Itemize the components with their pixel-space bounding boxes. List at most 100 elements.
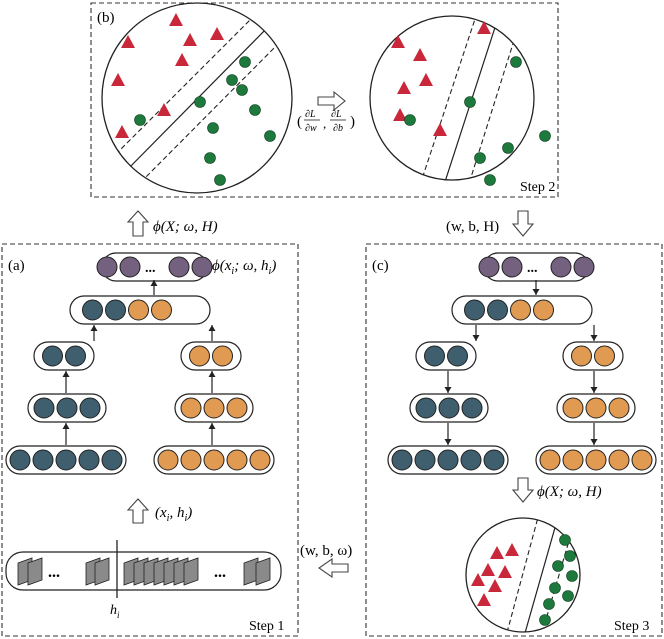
class-b-point (264, 130, 276, 142)
neuron-purple (501, 256, 523, 278)
panel-c: (c) Step 3 ... ϕ(X; ω, H) (365, 243, 663, 637)
output-layer: ... (478, 252, 595, 282)
neuron-blue (65, 345, 86, 367)
neuron-blue (438, 397, 460, 419)
class-b-point (214, 174, 226, 186)
neuron-orange (562, 397, 584, 419)
neuron-orange (585, 397, 607, 419)
neuron-blue (55, 449, 77, 471)
margin-line-upper (109, 9, 261, 161)
input-frame (27, 557, 43, 586)
class-a-triangle (115, 125, 129, 138)
neuron-orange (189, 345, 210, 367)
input-frame (255, 557, 271, 586)
class-a-triangle (488, 579, 502, 592)
neuron-orange (157, 449, 179, 471)
neuron-orange (249, 449, 271, 471)
hyperplane-before-update (101, 2, 293, 194)
svg-text:,: , (323, 116, 326, 131)
class-b-point (207, 122, 219, 134)
neuron-orange (585, 449, 607, 471)
class-a-triangle (433, 123, 447, 136)
arrow-up-icon (208, 423, 216, 445)
frames-ellipsis-1: ... (48, 564, 60, 581)
decoder-network: ... (387, 252, 657, 475)
neuron-blue (464, 299, 485, 321)
neuron-blue (437, 449, 459, 471)
step-3-label: Step 3 (614, 619, 649, 634)
svg-text:(: ( (297, 114, 302, 130)
frames-ellipsis-2: ... (214, 564, 226, 581)
phi-xi-label: ϕ(xi; ω, hi) (212, 258, 276, 277)
neuron-orange (226, 449, 248, 471)
neuron-blue (79, 397, 101, 419)
panel-a-label: (a) (8, 258, 25, 274)
class-a-triangle (498, 565, 512, 578)
arrow-down-icon (590, 423, 598, 445)
input-frame (94, 557, 110, 586)
step-1-label: Step 1 (249, 619, 284, 634)
ellipsis: ... (527, 261, 538, 276)
output-layer: ... (96, 252, 213, 282)
arrow-up-icon (150, 280, 158, 295)
class-b-point (249, 104, 261, 116)
neuron-orange (212, 345, 233, 367)
neuron-blue (101, 449, 123, 471)
neuron-orange (203, 449, 225, 471)
neuron-blue (105, 299, 126, 321)
w-b-H-label: (w, b, H) (446, 219, 499, 235)
svg-text:hi: hi (110, 603, 120, 620)
neuron-orange (151, 299, 172, 321)
blue-hidden-1 (27, 393, 107, 423)
neuron-purple (96, 256, 118, 278)
svg-text:(xi, hi): (xi, hi) (155, 505, 192, 524)
class-b-point (239, 56, 251, 68)
hyperplane-after-update (369, 15, 551, 186)
class-b-point (549, 582, 561, 594)
neuron-blue (82, 299, 103, 321)
panel-b-frame (90, 2, 559, 198)
panel-b-label: (b) (97, 10, 115, 26)
arrow-down-icon (590, 325, 598, 341)
class-b-point (510, 56, 522, 68)
neuron-purple (550, 256, 572, 278)
neuron-orange (203, 397, 225, 419)
margin-line-left-step3 (504, 518, 541, 632)
ellipsis: ... (145, 261, 156, 276)
svg-text:∂L: ∂L (331, 109, 342, 120)
neuron-blue (56, 397, 78, 419)
neuron-purple (478, 256, 500, 278)
class-a-triangle (477, 21, 491, 34)
encoder-network: ... (5, 252, 275, 475)
class-b-point (539, 130, 551, 142)
neuron-orange (594, 345, 615, 367)
blue-input-layer (5, 445, 127, 475)
arrow-down-icon (444, 423, 452, 445)
gradient-label: ( ∂L ∂w , ∂L ∂b ) (297, 109, 355, 134)
blue-hidden-2 (415, 341, 477, 371)
class-b-point (194, 96, 206, 108)
orange-hidden-2 (180, 341, 242, 371)
panel-a: (a) Step 1 ϕ(xi; ω, hi) ... (xi, hi) ...… (1, 243, 299, 637)
neuron-orange (180, 449, 202, 471)
neuron-blue (424, 345, 445, 367)
class-a-triangle (169, 13, 183, 26)
neuron-orange (562, 449, 584, 471)
class-a-triangle (419, 73, 433, 86)
class-b-point (566, 570, 578, 582)
hollow-arrow-left-icon (318, 557, 349, 579)
input-frame (183, 557, 199, 586)
class-b-point (539, 614, 551, 626)
arrow-down-icon (472, 325, 480, 341)
margin-line-right (466, 16, 523, 180)
hi-split-label: hi (110, 603, 120, 620)
neuron-purple (191, 256, 213, 278)
hollow-arrow-right-icon (317, 90, 346, 112)
class-a-triangle (393, 108, 407, 121)
arrow-up-icon (90, 325, 98, 341)
neuron-blue (42, 345, 63, 367)
orange-hidden-2 (562, 341, 624, 371)
class-a-triangle (175, 53, 189, 66)
svg-text:∂w: ∂w (305, 123, 317, 134)
